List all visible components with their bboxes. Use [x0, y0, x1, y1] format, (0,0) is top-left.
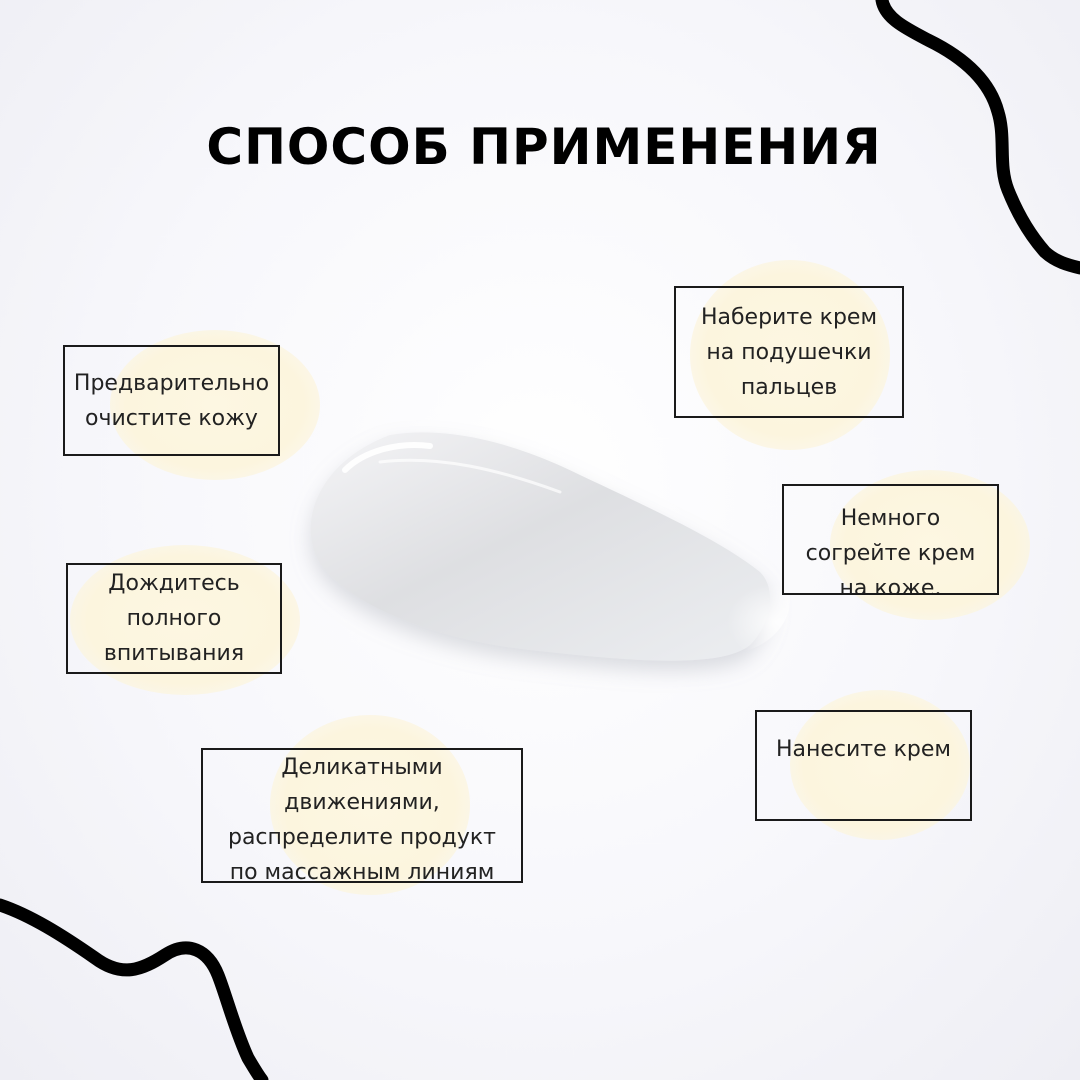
page-title: СПОСОБ ПРИМЕНЕНИЯ	[206, 118, 882, 176]
step-apply-cream: Нанесите крем	[755, 710, 972, 821]
step-wait-absorption: Дождитесь полного впитывания	[66, 563, 282, 674]
step-cleanse-skin: Предварительно очистите кожу	[63, 345, 280, 456]
highlight-blob	[830, 470, 1030, 620]
highlight-blob	[70, 545, 300, 695]
step-pick-cream: Наберите крем на подушечки пальцев	[674, 286, 904, 418]
step-massage-lines: Деликатными движениями, распределите про…	[201, 748, 523, 885]
highlight-blob	[270, 715, 470, 895]
highlight-blob	[790, 690, 970, 840]
step-warm-cream: Немного согрейте крем на коже.	[782, 484, 999, 595]
highlight-blob	[690, 260, 890, 450]
